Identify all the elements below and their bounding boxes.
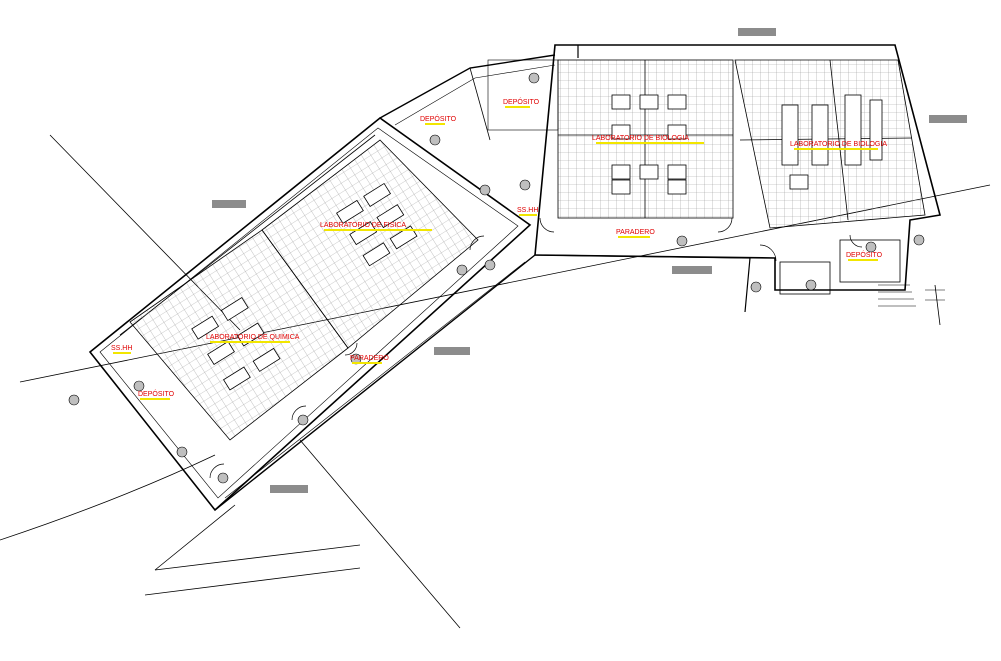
label-deposito: DEPÓSITO	[846, 250, 883, 259]
label-lab-top: LABORATORIO DE BIOLOGIA	[592, 135, 689, 142]
lab-floor-top	[557, 59, 734, 219]
east-wing-partitions	[558, 59, 913, 295]
label-deposito: DEPÓSITO	[138, 389, 175, 398]
label-paradero: PARADERO	[616, 229, 655, 236]
east-wing-walls	[534, 44, 941, 291]
label-sshh: SS.HH	[111, 345, 132, 352]
label-deposito: DEPÓSITO	[420, 114, 457, 123]
lab-tables	[191, 94, 883, 391]
door-swings	[209, 217, 863, 479]
label-deposito: DEPÓSITO	[503, 97, 540, 106]
dimension-tags	[212, 28, 967, 493]
label-lab-middle: LABORATORIO DE FISICA	[320, 222, 406, 229]
label-lab-left: LABORATORIO DE QUIMICA	[206, 334, 300, 341]
planter-markers	[68, 72, 925, 484]
stairs	[878, 284, 945, 307]
label-sshh: SS.HH	[517, 207, 538, 214]
lab-floor-middle	[261, 139, 479, 349]
label-lab-right: LABORATORIO DE BIOLOGIA	[790, 141, 887, 148]
label-paradero: PARADERO	[350, 355, 389, 362]
room-labels: DEPÓSITO DEPÓSITO DEPÓSITO DEPÓSITO LABO…	[111, 97, 887, 400]
